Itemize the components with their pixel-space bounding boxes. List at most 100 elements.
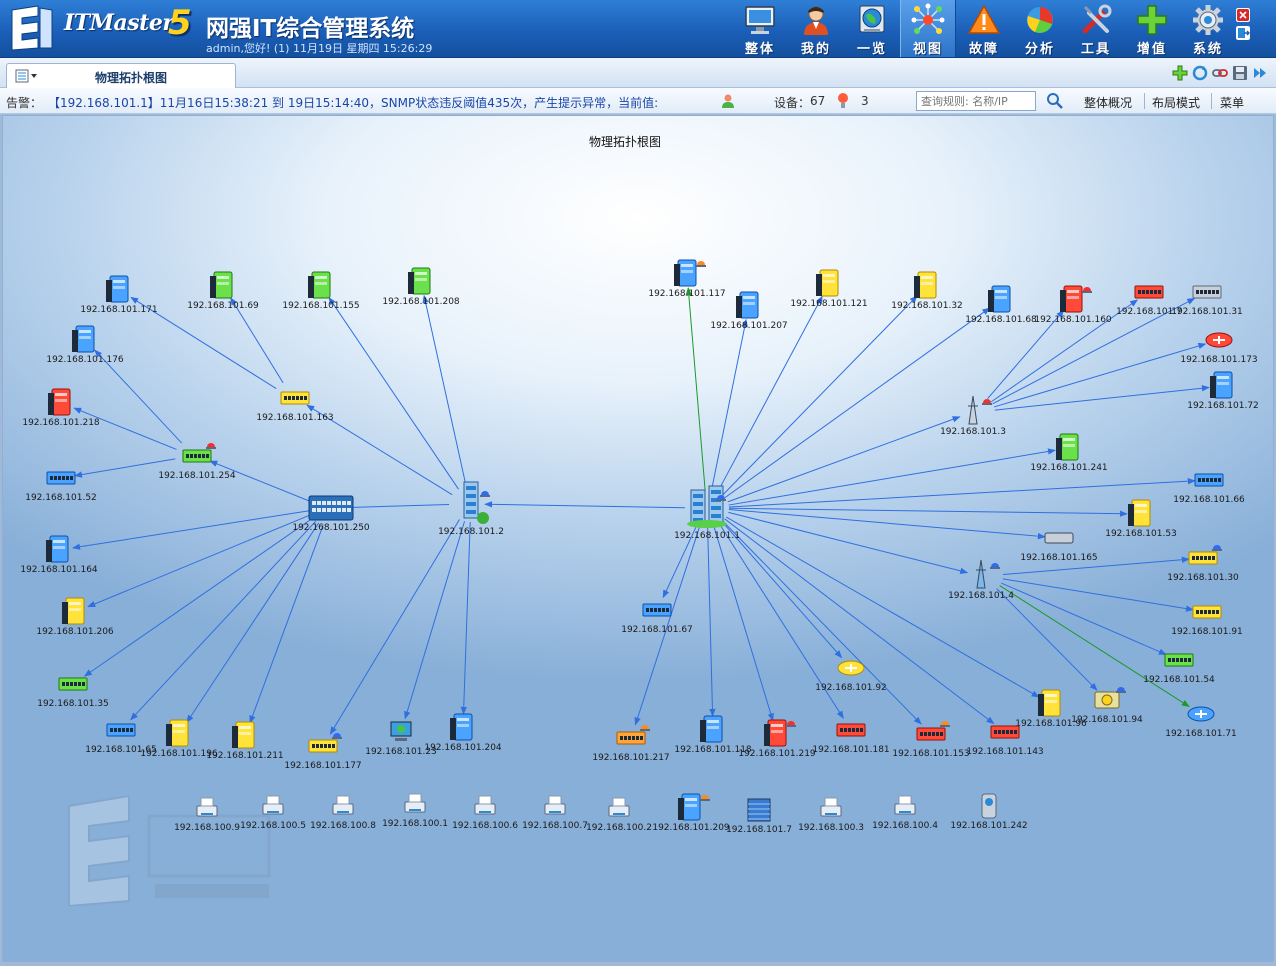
- topology-node[interactable]: 192.168.101.209: [652, 793, 730, 833]
- topology-node[interactable]: 192.168.101.143: [966, 725, 1044, 757]
- tab-physical-topology[interactable]: 物理拓扑根图: [6, 63, 236, 88]
- topology-node[interactable]: 192.168.101.181: [812, 723, 890, 755]
- topology-node[interactable]: 192.168.100.2: [586, 797, 652, 833]
- overview-link[interactable]: 整体概况: [1084, 96, 1133, 110]
- link-n250-n206: [87, 514, 311, 608]
- topology-node[interactable]: 192.168.101.91: [1171, 605, 1243, 637]
- search-icon[interactable]: [1046, 92, 1064, 110]
- link-icon[interactable]: [1212, 65, 1228, 81]
- nav-tools[interactable]: 工具: [1068, 0, 1124, 57]
- bulb-icon[interactable]: [836, 92, 850, 110]
- topology-node[interactable]: 192.168.101.23: [365, 721, 437, 757]
- nav-analysis[interactable]: 分析: [1012, 0, 1068, 57]
- save-icon[interactable]: [1232, 65, 1248, 81]
- topology-node[interactable]: 192.168.101.71: [1165, 706, 1237, 739]
- refresh-icon[interactable]: [1192, 65, 1208, 81]
- topology-node[interactable]: 192.168.100.3: [798, 797, 864, 833]
- topology-node[interactable]: 192.168.101.4: [948, 559, 1014, 601]
- nav-system[interactable]: 系统: [1180, 0, 1236, 57]
- topology-node[interactable]: 192.168.101.92: [815, 660, 887, 693]
- topology-node[interactable]: 192.168.101.53: [1105, 499, 1177, 539]
- topology-node[interactable]: 192.168.101.176: [46, 325, 124, 365]
- topology-node[interactable]: 192.168.101.118: [674, 715, 752, 755]
- node-label: 192.168.101.177: [284, 761, 361, 771]
- topology-node[interactable]: 192.168.101.160: [1034, 285, 1112, 325]
- topology-node[interactable]: 192.168.101.218: [22, 388, 100, 428]
- logout-icon[interactable]: [1236, 26, 1250, 40]
- topology-node[interactable]: 192.168.101.254: [158, 443, 236, 481]
- alarm-message[interactable]: 【192.168.101.1】11月16日15:38:21 到 19日15:14…: [48, 96, 659, 110]
- topology-node[interactable]: 192.168.101.65: [85, 723, 157, 755]
- topology-node[interactable]: 192.168.101.117: [648, 259, 726, 299]
- topology-node[interactable]: 192.168.101.155: [282, 271, 360, 311]
- topology-node[interactable]: 192.168.101.30: [1167, 545, 1239, 583]
- link-n1-n32: [722, 295, 918, 496]
- topology-node[interactable]: 192.168.101.35: [37, 677, 109, 709]
- topology-node[interactable]: 192.168.100.8: [310, 795, 376, 831]
- topology-node[interactable]: 192.168.101.164: [20, 535, 98, 575]
- topology-node[interactable]: 192.168.101.173: [1180, 332, 1258, 365]
- topology-node[interactable]: 192.168.101.31: [1171, 285, 1243, 317]
- topology-node[interactable]: 192.168.101.66: [1173, 473, 1245, 505]
- topology-node[interactable]: 192.168.101.72: [1187, 371, 1259, 411]
- search-input[interactable]: [916, 91, 1036, 111]
- topology-node[interactable]: 192.168.100.7: [522, 795, 588, 831]
- topology-node[interactable]: 192.168.100.4: [872, 795, 938, 831]
- topology-node[interactable]: 192.168.101.211: [206, 721, 284, 761]
- topology-node[interactable]: 192.168.101.153: [892, 721, 970, 759]
- topology-node[interactable]: 192.168.101.219: [738, 719, 816, 759]
- topology-node[interactable]: 192.168.101.7: [1116, 285, 1182, 317]
- topology-node[interactable]: 192.168.100.6: [452, 795, 518, 831]
- topology-node[interactable]: 192.168.101.208: [382, 267, 460, 307]
- close-icon[interactable]: [1236, 8, 1250, 22]
- topology-node[interactable]: 192.168.101.96: [1015, 689, 1087, 729]
- topology-node[interactable]: 192.168.101.196: [140, 719, 218, 759]
- topology-node[interactable]: 192.168.101.217: [592, 725, 670, 763]
- user-status-icon[interactable]: [720, 93, 736, 109]
- topology-node[interactable]: 192.168.101.206: [36, 597, 114, 637]
- building-pair-icon: [687, 485, 727, 528]
- tab-menu-icon[interactable]: [15, 69, 39, 83]
- tab-label: 物理拓扑根图: [95, 71, 168, 85]
- topology-node[interactable]: 192.168.100.9: [174, 797, 240, 833]
- nav-value-added[interactable]: 增值: [1124, 0, 1180, 57]
- link-n1-n153: [722, 520, 922, 725]
- layout-mode-link[interactable]: 布局模式: [1152, 96, 1201, 110]
- topology-node[interactable]: 192.168.101.204: [424, 713, 502, 753]
- topology-node[interactable]: 192.168.101.242: [950, 793, 1028, 831]
- add-icon[interactable]: [1172, 65, 1188, 81]
- topology-node[interactable]: 192.168.101.94: [1071, 687, 1143, 725]
- topology-node[interactable]: 192.168.101.32: [891, 271, 963, 311]
- link-n254-n176: [94, 349, 183, 444]
- topology-node[interactable]: 192.168.101.163: [256, 391, 334, 423]
- nav-view[interactable]: 视图: [900, 0, 956, 57]
- topology-node[interactable]: 192.168.101.250: [292, 495, 370, 533]
- topology-node[interactable]: 192.168.101.1: [674, 485, 740, 541]
- topology-node[interactable]: 192.168.101.69: [187, 271, 259, 311]
- topology-node[interactable]: 192.168.101.3: [940, 395, 1006, 437]
- nav-glance[interactable]: 一览: [844, 0, 900, 57]
- topology-node[interactable]: 192.168.101.68: [965, 285, 1037, 325]
- node-label: 192.168.101.207: [710, 321, 787, 331]
- double-arrow-right-icon[interactable]: [1252, 65, 1268, 81]
- nav-fault[interactable]: 故障: [956, 0, 1012, 57]
- topology-node[interactable]: 192.168.101.171: [80, 275, 158, 315]
- topology-node[interactable]: 192.168.100.5: [240, 795, 306, 831]
- topology-node[interactable]: 192.168.101.7: [726, 798, 792, 835]
- printer-icon: [894, 795, 916, 815]
- topology-node[interactable]: 192.168.101.67: [621, 603, 693, 635]
- menu-link[interactable]: 菜单: [1220, 96, 1245, 110]
- topology-node[interactable]: 192.168.101.52: [25, 471, 97, 503]
- nav-mine[interactable]: 我的: [788, 0, 844, 57]
- node-label: 192.168.101.204: [424, 743, 502, 753]
- topology-node[interactable]: 192.168.101.2: [438, 481, 504, 537]
- topology-node[interactable]: 192.168.101.165: [1020, 532, 1098, 563]
- topology-node[interactable]: 192.168.100.1: [382, 793, 448, 829]
- topology-node[interactable]: 192.168.101.121: [790, 269, 868, 309]
- topology-node[interactable]: 192.168.101.207: [710, 291, 788, 331]
- nav-overall[interactable]: 整体: [732, 0, 788, 57]
- topology-node[interactable]: 192.168.101.177: [284, 733, 362, 771]
- topology-node[interactable]: 192.168.101.54: [1143, 653, 1215, 685]
- topology-node[interactable]: 192.168.101.241: [1030, 433, 1108, 473]
